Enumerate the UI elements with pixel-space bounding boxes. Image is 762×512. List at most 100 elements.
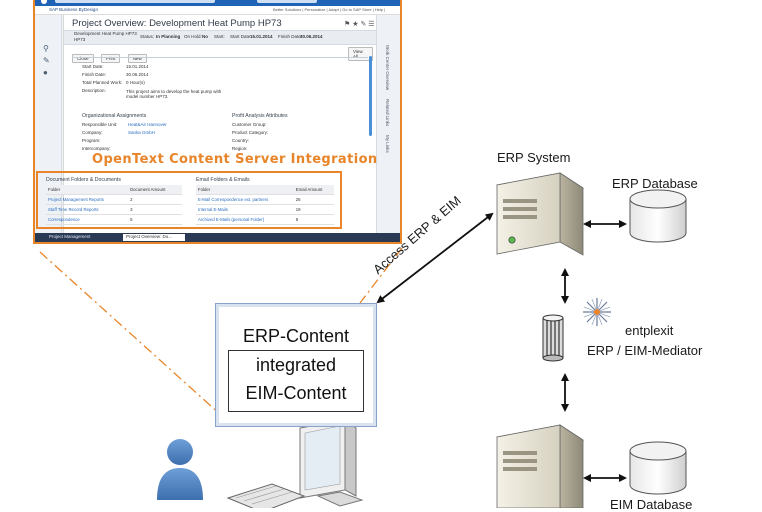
onhold-label: On Hold: [184, 34, 202, 39]
taskbar: Project Management Project Overview: Do.… [35, 233, 400, 242]
table-row[interactable]: E-Mail Correspondence ext. partners 26 [196, 194, 334, 205]
general-value: 30.06.2014 [126, 72, 149, 77]
email-section-title: Email Folders & Emails [196, 177, 250, 183]
search-icon[interactable]: ⚲ [43, 44, 49, 53]
general-label: Finish Date: [82, 72, 107, 77]
folder-link[interactable]: Internal E-Mails [196, 204, 294, 215]
startdate-value: 15.01.2014 [250, 34, 273, 39]
amount-cell: 19 [293, 204, 334, 215]
pin-icon[interactable]: ✎ [43, 56, 50, 65]
mediator-name-label: entplexit [625, 323, 674, 338]
onhold-value: No [202, 34, 208, 39]
general-label: Total Planned Work: [82, 80, 123, 85]
page-actions[interactable]: ⚑ ★ ✎ ☰ [344, 21, 375, 28]
monitor-icon [299, 419, 364, 507]
erp-database-label: ERP Database [612, 176, 698, 191]
browser-tab[interactable] [257, 0, 317, 3]
header-project-name: Development Heat Pump HP73 [74, 31, 137, 36]
general-label: Description: [82, 88, 106, 93]
general-label: Start Date: [82, 64, 104, 69]
app-bar: SAP Business ByDesign Better Solutions |… [35, 6, 400, 15]
right-sidebar: Work Center Overview Related Links My Li… [376, 15, 400, 235]
eim-server-icon [495, 424, 585, 508]
page-title: Project Overview: Development Heat Pump … [72, 18, 282, 29]
eim-content-line2: EIM-Content [245, 383, 347, 403]
address-bar[interactable] [55, 0, 215, 3]
profit-label: Customer Group: [232, 122, 267, 127]
access-arrow [376, 212, 494, 304]
keyboard-icon [226, 483, 306, 508]
mediator-role-label: ERP / EIM-Mediator [587, 343, 703, 358]
org-value[interactable]: Sanka GmbH [128, 130, 156, 135]
table-row[interactable]: Staff Time Record Reports 3 [46, 204, 182, 215]
integration-box: Document Folders & Documents Folder Docu… [36, 171, 342, 229]
table-row[interactable]: Project Management Reports 2 [46, 194, 182, 205]
header-project-id: HP73 [74, 37, 86, 42]
close-button[interactable]: Close [72, 54, 94, 63]
side-tab[interactable]: Related Links [385, 99, 390, 127]
profit-label: Product Category: [232, 130, 269, 135]
side-tab[interactable]: My Links [385, 135, 390, 153]
project-header: Development Heat Pump HP73 HP73 Status: … [64, 30, 376, 45]
column-header: Folder [46, 185, 129, 195]
taskbar-tab[interactable]: Project Overview: Do... [123, 234, 185, 241]
table-row[interactable]: Archived E-Mails (personal Folder) 8 [196, 214, 334, 225]
column-header: Document Amount [128, 185, 182, 195]
mediator-icon [542, 314, 564, 362]
erp-server-icon [495, 172, 585, 256]
erp-system-label: ERP System [497, 150, 571, 165]
profit-label: Country: [232, 138, 250, 143]
taskbar-left[interactable]: Project Management [49, 234, 91, 239]
client-content-box [215, 303, 377, 427]
table-header-row: Folder Email Amount [196, 185, 334, 195]
status-value: In Planning [156, 34, 181, 39]
amount-cell: 26 [293, 194, 334, 205]
startdate-label: Start Date: [230, 34, 252, 39]
scrollbar[interactable] [369, 56, 372, 136]
table-row[interactable]: Correspondence 5 [46, 214, 182, 225]
erp-content-label: ERP-Content [242, 326, 350, 346]
amount-cell: 8 [293, 214, 334, 225]
folder-link[interactable]: Staff Time Record Reports [46, 204, 129, 215]
table-row[interactable]: Internal E-Mails 19 [196, 204, 334, 215]
eim-database-icon [629, 441, 687, 495]
app-name: SAP Business ByDesign [49, 7, 98, 12]
folder-link[interactable]: E-Mail Correspondence ext. partners [196, 194, 294, 205]
finishdate-value: 30.06.2014 [300, 34, 323, 39]
amount-cell: 5 [128, 214, 182, 225]
start-label: Start: [214, 34, 225, 39]
browser-bar [35, 0, 400, 6]
column-header: Email Amount [293, 185, 334, 195]
eim-content-line1: integrated [255, 355, 337, 375]
amount-cell: 3 [128, 204, 182, 215]
amount-cell: 2 [128, 194, 182, 205]
org-value[interactable]: Heat&Air Hannover [128, 122, 167, 127]
profit-label: Region: [232, 146, 248, 151]
separator [72, 57, 368, 58]
column-header: Folder [196, 185, 294, 195]
eim-database-label: EIM Database [610, 497, 693, 512]
email-table: Folder Email Amount E-Mail Correspondenc… [196, 185, 334, 225]
org-label: Program: [82, 138, 101, 143]
doc-section-title: Document Folders & Documents [46, 177, 121, 183]
erp-database-icon [629, 189, 687, 243]
print-button[interactable]: Print [100, 54, 121, 63]
general-value: 0 Hour(s) [126, 80, 145, 85]
folder-link[interactable]: Archived E-Mails (personal Folder) [196, 214, 294, 225]
entplexit-logo-icon [583, 298, 611, 326]
org-label: Responsible Unit: [82, 122, 118, 127]
browser-logo-icon [41, 0, 47, 4]
org-section-title: Organizational Assignments [82, 113, 147, 119]
status-label: Status: [140, 34, 155, 39]
finishdate-label: Finish Date: [278, 34, 303, 39]
table-header-row: Folder Document Amount [46, 185, 182, 195]
user-nav-icon[interactable]: ● [43, 68, 48, 77]
folder-link[interactable]: Correspondence [46, 214, 129, 225]
folder-link[interactable]: Project Management Reports [46, 194, 129, 205]
top-links[interactable]: Better Solutions | Personalize | Adapt |… [273, 7, 386, 12]
new-button[interactable]: New [127, 54, 147, 63]
side-tab[interactable]: Work Center Overview [385, 45, 390, 91]
button-row: Close Print New [72, 47, 150, 65]
general-value: This project aims to develop the heat pu… [126, 89, 222, 99]
